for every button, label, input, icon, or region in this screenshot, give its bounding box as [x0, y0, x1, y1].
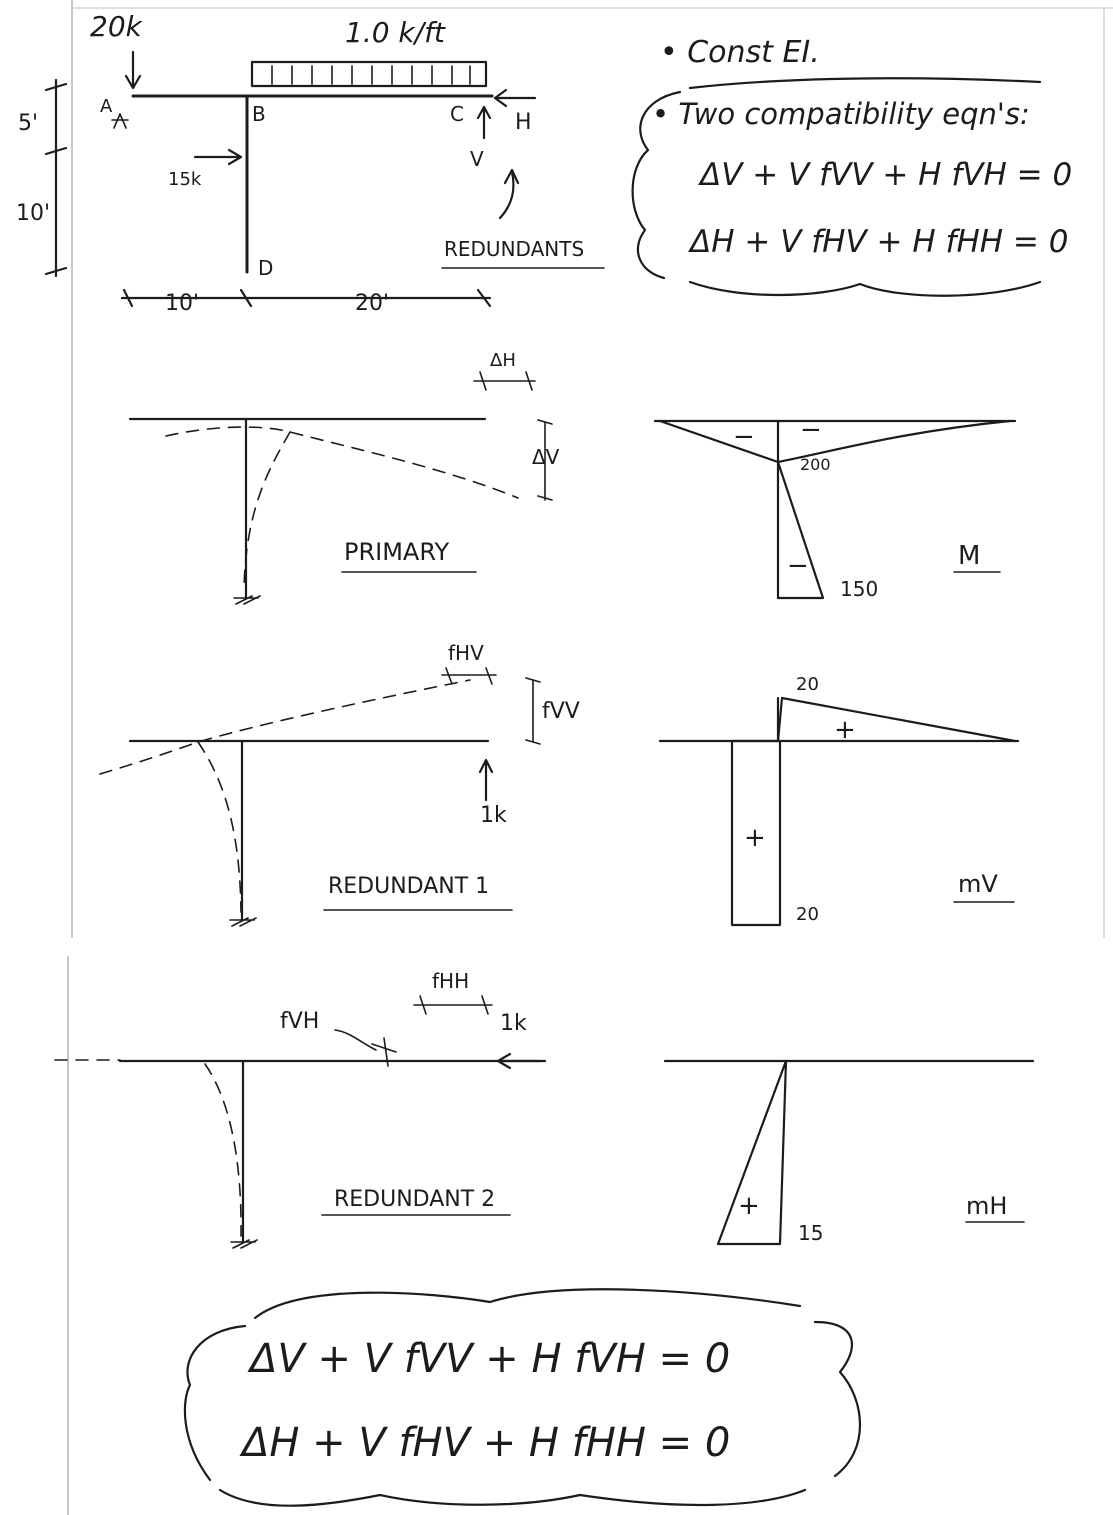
redundant1-val-20-bottom: 20 [796, 904, 819, 925]
node-d-label: D [258, 256, 273, 280]
primary-delta-h: ΔH [490, 350, 516, 371]
primary-deflected-shape [128, 371, 553, 605]
note-two-compat: • Two compatibility eqn's: [652, 97, 1030, 131]
dim-10-horizontal-label: 10' [165, 291, 199, 316]
dim-10-vertical-label: 10' [16, 201, 50, 226]
primary-sign-minus-1: − [733, 422, 755, 452]
primary-title: PRIMARY [344, 538, 449, 566]
note-eq2: ΔH + V fHV + H fHH = 0 [688, 224, 1068, 260]
load-distributed-label: 1.0 k/ft [345, 16, 446, 49]
redundant2-val-15: 15 [798, 1221, 823, 1245]
redundant2-f-vh: fVH [280, 1009, 319, 1034]
redundant-v-label: V [470, 147, 484, 171]
primary-val-200: 200 [800, 455, 831, 474]
node-a-label: A [100, 96, 113, 117]
redundant1-m-label: mV [958, 870, 998, 898]
redundant1-unit-load: 1k [480, 803, 507, 828]
final-eq2: ΔH + V fHV + H fHH = 0 [239, 1420, 730, 1466]
primary-sign-minus-3: − [787, 551, 809, 581]
load-lateral-label: 15k [168, 169, 202, 190]
redundant1-title: REDUNDANT 1 [328, 874, 489, 899]
primary-moment-diagram [653, 419, 1017, 600]
node-b-label: B [252, 102, 266, 126]
final-eq1: ΔV + V fVV + H fVH = 0 [247, 1336, 730, 1382]
frame-structure [44, 50, 605, 308]
primary-val-150: 150 [840, 577, 878, 601]
notes-bracket [631, 77, 1042, 297]
redundant1-f-hv: fHV [448, 641, 484, 665]
note-eq1: ΔV + V fVV + H fVH = 0 [698, 157, 1072, 193]
dim-5-label: 5' [18, 111, 38, 136]
redundant2-f-hh: fHH [432, 969, 469, 993]
redundant2-sign-plus: + [738, 1191, 760, 1221]
redundant1-f-vv: fVV [542, 699, 580, 724]
redundant1-moment-diagram [658, 696, 1020, 927]
primary-delta-v: ΔV [532, 445, 560, 469]
redundant2-unit-load: 1k [500, 1011, 527, 1036]
redundant2-m-label: mH [966, 1192, 1007, 1220]
final-equations-bracket [183, 1288, 862, 1507]
primary-sign-minus-2: − [800, 415, 822, 445]
scan-gap [0, 938, 1113, 956]
redundant2-moment-diagram [663, 1059, 1035, 1246]
primary-m-label: M [958, 541, 980, 571]
redundant-h-label: H [515, 110, 532, 135]
dim-20-label: 20' [355, 291, 389, 316]
node-c-label: C [450, 102, 464, 126]
redundant2-title: REDUNDANT 2 [334, 1187, 495, 1212]
redundants-label: REDUNDANTS [444, 237, 584, 261]
load-point-label: 20k [90, 10, 144, 43]
redundant2-deflected-shape [54, 995, 547, 1249]
redundant1-val-20-top: 20 [796, 674, 819, 695]
redundant1-sign-plus-1: + [834, 715, 856, 745]
redundant1-deflected-shape [99, 667, 541, 927]
note-const-ei: • Const EI. [660, 35, 820, 70]
redundant1-sign-plus-2: + [744, 823, 766, 853]
